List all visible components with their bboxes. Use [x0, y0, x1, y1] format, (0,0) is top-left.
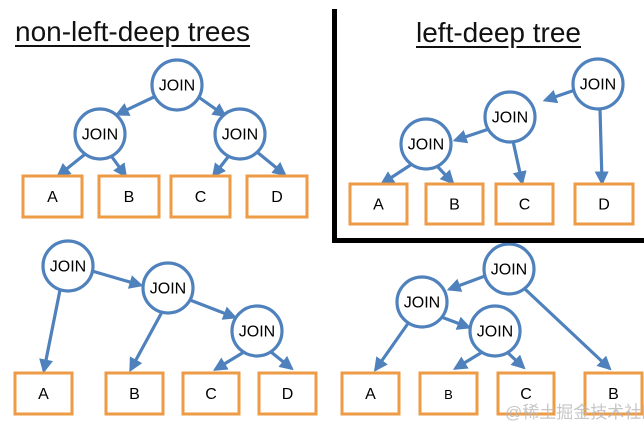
- leaf-box: [245, 174, 309, 219]
- edge-arrow: [90, 269, 144, 289]
- edge-arrow: [195, 94, 227, 118]
- leaf-box: [583, 371, 644, 416]
- edge-arrow: [542, 88, 577, 104]
- join-node: [213, 107, 267, 161]
- leaf-box: [340, 371, 401, 416]
- edge-arrow: [435, 164, 455, 185]
- join-node-label: JOIN: [222, 127, 258, 144]
- join-node: [483, 90, 537, 144]
- join-node-label: JOIN: [50, 259, 86, 276]
- edge-arrow: [442, 316, 472, 330]
- leaf-label: B: [129, 386, 140, 403]
- leaf-label: B: [608, 386, 619, 403]
- leaf-label: A: [373, 197, 384, 214]
- leaf-box: [104, 371, 165, 416]
- leaf-label: A: [38, 386, 49, 403]
- join-node: [399, 117, 453, 171]
- leaf-label: C: [519, 197, 531, 214]
- edge-arrow: [594, 107, 609, 186]
- edge-arrow: [211, 155, 230, 178]
- join-node: [41, 239, 95, 293]
- edge-arrow: [269, 350, 294, 371]
- leaf-label: C: [205, 386, 217, 403]
- tree-nonleftdeep-bushy: A B C B JOIN JOIN JOIN: [340, 242, 644, 416]
- join-node: [230, 304, 284, 358]
- leaf-box: [496, 371, 556, 416]
- leaf-label: B: [449, 197, 460, 214]
- join-node: [482, 242, 536, 296]
- tree-nonleftdeep-balanced: A B C D JOIN JOIN JOIN: [21, 58, 309, 219]
- edge-arrow: [212, 350, 246, 371]
- edge-arrow: [188, 298, 238, 320]
- join-node-label: JOIN: [492, 110, 528, 127]
- join-node: [141, 261, 195, 315]
- edge-arrow: [452, 349, 486, 370]
- leaf-label: D: [282, 386, 294, 403]
- join-node-label: JOIN: [82, 127, 118, 144]
- edge-arrow: [452, 127, 491, 144]
- edge-arrow: [511, 139, 527, 186]
- leaf-box: [424, 182, 485, 226]
- join-node: [73, 107, 127, 161]
- join-node-label: JOIN: [159, 78, 195, 95]
- leaf-label: A: [365, 386, 376, 403]
- leaf-label: C: [520, 386, 532, 403]
- leaf-label: D: [598, 197, 610, 214]
- edge-arrow: [524, 288, 612, 371]
- edge-arrow: [373, 320, 411, 372]
- edge-arrow: [39, 288, 62, 374]
- join-node-label: JOIN: [580, 77, 616, 94]
- leaf-box: [348, 182, 409, 226]
- panel-divider-horizontal: [332, 238, 644, 243]
- tree-leftdeep: A B C D JOIN JOIN JOIN: [348, 57, 635, 226]
- leaf-label: B: [444, 387, 453, 402]
- join-node-label: JOIN: [477, 324, 513, 341]
- join-node: [571, 57, 625, 111]
- edge-arrow: [114, 94, 158, 116]
- leaf-label: A: [47, 189, 58, 206]
- leaf-label: C: [195, 189, 207, 206]
- edge-arrow: [380, 162, 414, 185]
- leaf-box: [573, 182, 635, 226]
- join-node: [395, 275, 449, 329]
- leaf-label: B: [124, 189, 135, 206]
- edge-arrow: [505, 350, 526, 370]
- leaf-box: [21, 174, 84, 219]
- watermark-text: @稀土掘金技术社区: [505, 403, 644, 422]
- leaf-box: [97, 174, 161, 219]
- edge-arrow: [446, 274, 487, 292]
- leaf-box: [418, 371, 479, 416]
- leaf-box: [169, 174, 232, 219]
- join-node-label: JOIN: [239, 324, 275, 341]
- leaf-box: [494, 182, 555, 226]
- edge-arrow: [255, 150, 287, 177]
- join-node: [150, 58, 204, 112]
- edge-arrow: [110, 155, 128, 178]
- leaf-label: D: [271, 189, 283, 206]
- edge-arrow: [56, 153, 86, 178]
- leaf-box: [181, 371, 241, 416]
- non-left-deep-title: non-left-deep trees: [15, 16, 251, 47]
- left-deep-title: left-deep tree: [416, 17, 581, 48]
- leaf-box: [13, 371, 74, 416]
- panel-divider-vertical: [332, 9, 337, 243]
- join-node-label: JOIN: [491, 262, 527, 279]
- join-node-label: JOIN: [408, 137, 444, 154]
- join-node-label: JOIN: [404, 295, 440, 312]
- tree-nonleftdeep-rightdeep: A B C D JOIN JOIN JOIN: [13, 239, 318, 416]
- join-node-label: JOIN: [150, 281, 186, 298]
- leaf-box: [257, 371, 318, 416]
- join-node: [468, 304, 522, 358]
- edge-arrow: [129, 310, 164, 373]
